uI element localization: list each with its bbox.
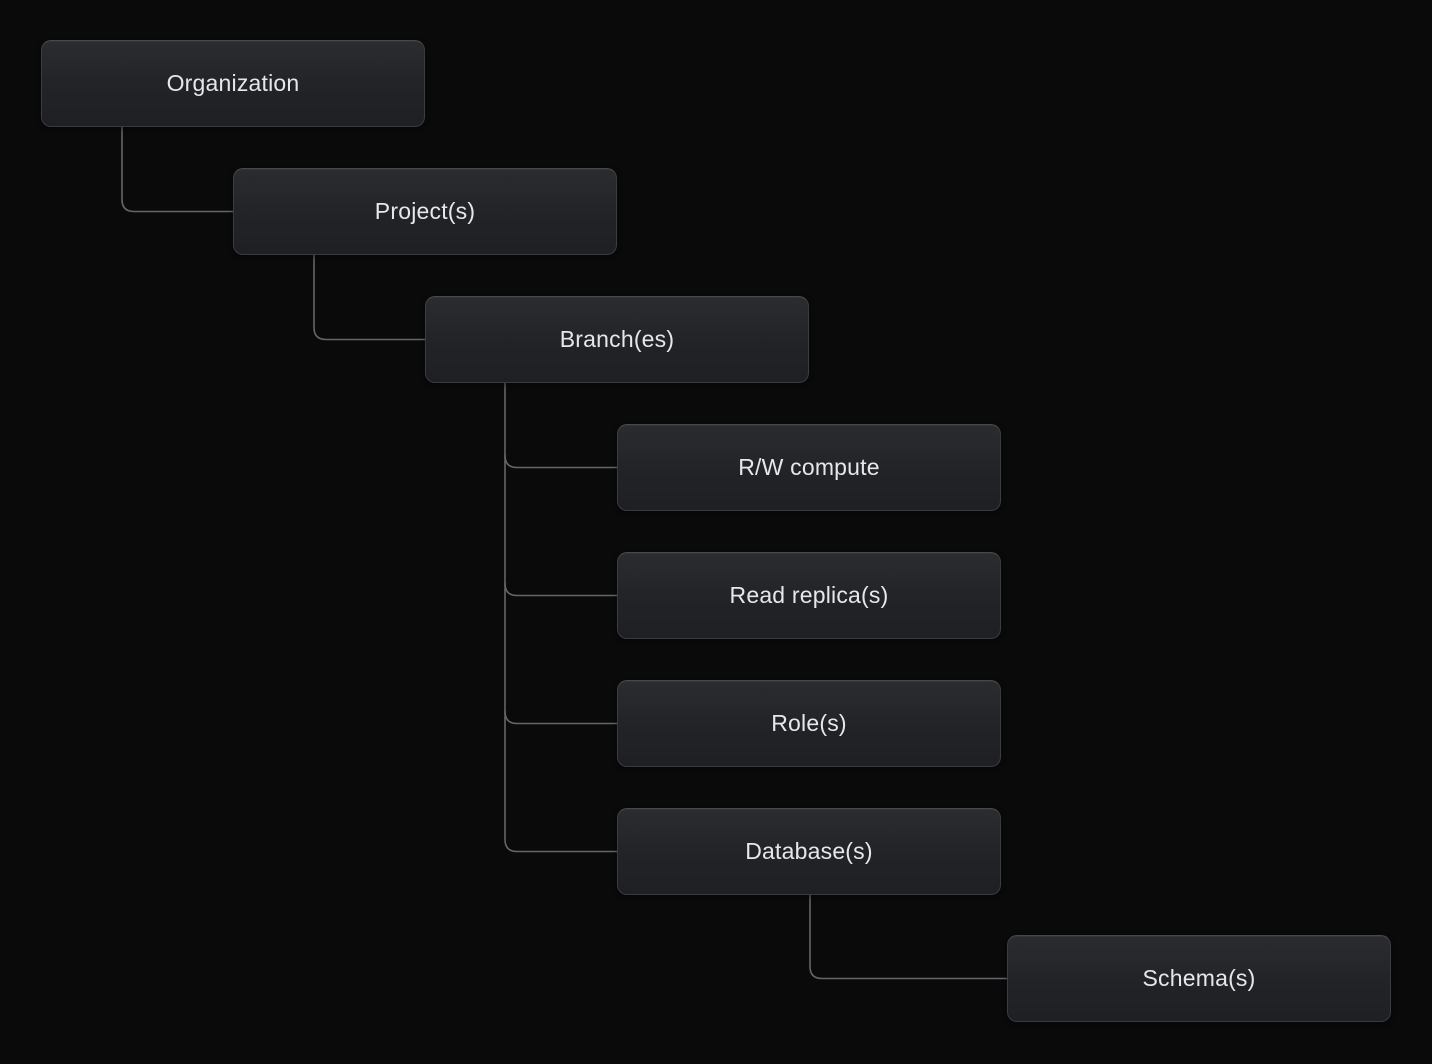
node-organization: Organization <box>41 40 425 127</box>
node-projects-label: Project(s) <box>374 198 476 224</box>
connector-projects-branches <box>313 254 426 341</box>
connector-databases-schemas <box>809 894 1008 980</box>
node-projects: Project(s) <box>233 168 617 255</box>
node-roles-label: Role(s) <box>771 710 847 736</box>
node-read-replicas-label: Read replica(s) <box>729 582 889 608</box>
connector-branches-roles <box>504 710 618 725</box>
connector-branches-trunk-to-databases <box>504 382 618 853</box>
node-schemas-label: Schema(s) <box>1142 965 1256 991</box>
node-databases: Database(s) <box>617 808 1001 895</box>
node-rw-compute-label: R/W compute <box>738 454 880 480</box>
node-databases-label: Database(s) <box>745 838 873 864</box>
node-branches-label: Branch(es) <box>559 326 675 352</box>
connector-branches-rw-compute <box>504 454 618 469</box>
node-roles: Role(s) <box>617 680 1001 767</box>
node-schemas: Schema(s) <box>1007 935 1391 1022</box>
connector-organization-projects <box>121 126 234 213</box>
node-organization-label: Organization <box>166 70 300 96</box>
node-rw-compute: R/W compute <box>617 424 1001 511</box>
node-read-replicas: Read replica(s) <box>617 552 1001 639</box>
connector-branches-read-replicas <box>504 582 618 597</box>
node-branches: Branch(es) <box>425 296 809 383</box>
